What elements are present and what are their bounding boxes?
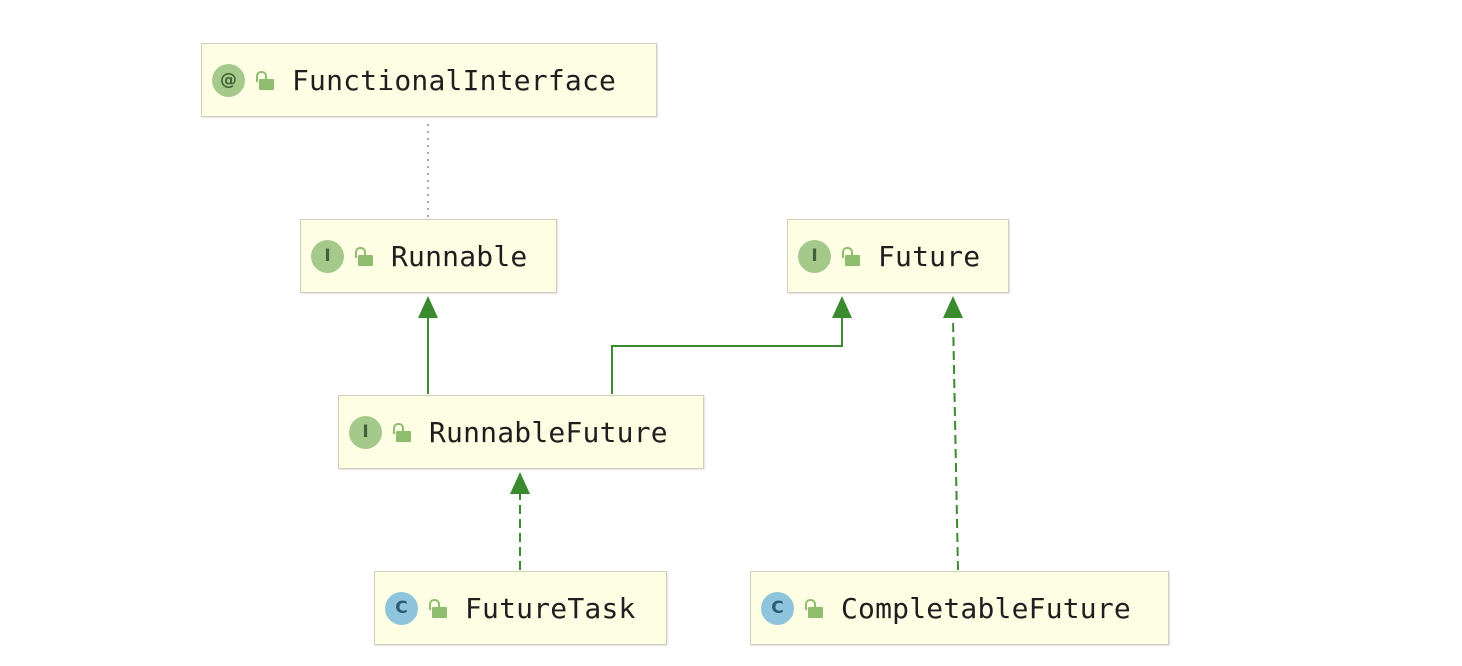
- interface-icon: I: [311, 239, 344, 273]
- arrowhead-future-left: [832, 296, 852, 318]
- node-runnable[interactable]: I Runnable: [300, 219, 557, 293]
- node-future[interactable]: I Future: [787, 219, 1009, 293]
- class-icon: C: [761, 591, 794, 625]
- annotation-icon: @: [212, 63, 245, 97]
- public-access-icon: [391, 421, 413, 443]
- node-runnable-future[interactable]: I RunnableFuture: [338, 395, 704, 469]
- arrowhead-runnable-future: [510, 472, 530, 494]
- arrowhead-future-right: [943, 296, 963, 318]
- node-completable-future[interactable]: C CompletableFuture: [750, 571, 1169, 645]
- node-label: FutureTask: [465, 591, 636, 625]
- public-access-icon: [427, 597, 449, 619]
- node-label: Future: [878, 239, 981, 273]
- node-future-task[interactable]: C FutureTask: [374, 571, 667, 645]
- node-label: RunnableFuture: [429, 415, 668, 449]
- edge-completable-future-future: [952, 317, 959, 571]
- interface-icon: I: [349, 415, 382, 449]
- edge-runnable-future-future: [611, 318, 843, 394]
- arrowhead-runnable: [418, 296, 438, 318]
- node-label: CompletableFuture: [841, 591, 1131, 625]
- node-label: Runnable: [391, 239, 528, 273]
- node-label: FunctionalInterface: [292, 63, 617, 97]
- node-functional-interface[interactable]: @ FunctionalInterface: [201, 43, 657, 117]
- public-access-icon: [840, 245, 862, 267]
- public-access-icon: [803, 597, 825, 619]
- interface-icon: I: [798, 239, 831, 273]
- public-access-icon: [254, 69, 276, 91]
- class-icon: C: [385, 591, 418, 625]
- public-access-icon: [353, 245, 375, 267]
